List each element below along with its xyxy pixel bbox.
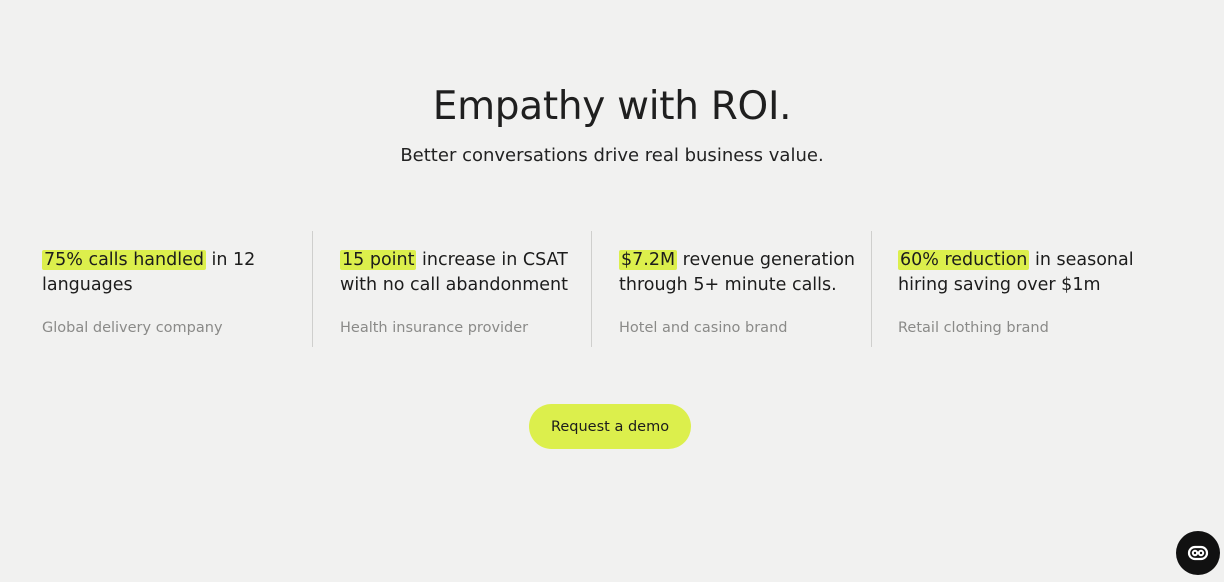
- section-title: Empathy with ROI.: [432, 84, 792, 129]
- section-subtitle: Better conversations drive real business…: [400, 145, 824, 166]
- stat-divider: [871, 231, 872, 347]
- stat-highlight: 75% calls handled: [42, 250, 206, 270]
- stat-text-line2: hiring saving over $1m: [898, 275, 1101, 295]
- stat-source: Global delivery company: [42, 320, 223, 336]
- stat-text-line1: in seasonal: [1029, 250, 1134, 270]
- stat-divider: [591, 231, 592, 347]
- stat-text-line1: revenue generation: [677, 250, 856, 270]
- stat-text-line2: languages: [42, 275, 133, 295]
- request-demo-button[interactable]: Request a demo: [529, 404, 691, 449]
- stat-text-line1: in 12: [205, 250, 256, 270]
- stat-statement: 75% calls handled in 12 languages: [42, 248, 302, 298]
- stat-card-hiring-reduction: 60% reduction in seasonal hiring saving o…: [898, 231, 1158, 347]
- chat-bubble-icon: [1187, 545, 1209, 561]
- stats-row: 75% calls handled in 12 languages Global …: [0, 231, 1224, 347]
- stat-statement: 15 point increase in CSAT with no call ab…: [340, 248, 580, 298]
- stat-card-calls-handled: 75% calls handled in 12 languages Global …: [42, 231, 302, 347]
- stat-statement: $7.2M revenue generation through 5+ minut…: [619, 248, 859, 298]
- stat-statement: 60% reduction in seasonal hiring saving o…: [898, 248, 1158, 298]
- stat-text-line2: with no call abandonment: [340, 275, 569, 295]
- stat-text-line2: through 5+ minute calls.: [619, 275, 837, 295]
- stat-highlight: $7.2M: [619, 250, 678, 270]
- stat-card-revenue: $7.2M revenue generation through 5+ minut…: [619, 231, 859, 347]
- stat-source: Hotel and casino brand: [619, 320, 788, 336]
- stat-divider: [312, 231, 313, 347]
- stat-text-line1: increase in CSAT: [416, 250, 568, 270]
- stat-highlight: 60% reduction: [898, 250, 1030, 270]
- chat-widget-button[interactable]: [1176, 531, 1220, 575]
- stat-source: Retail clothing brand: [898, 320, 1049, 336]
- stat-highlight: 15 point: [340, 250, 417, 270]
- stat-card-csat: 15 point increase in CSAT with no call ab…: [340, 231, 580, 347]
- stat-source: Health insurance provider: [340, 320, 529, 336]
